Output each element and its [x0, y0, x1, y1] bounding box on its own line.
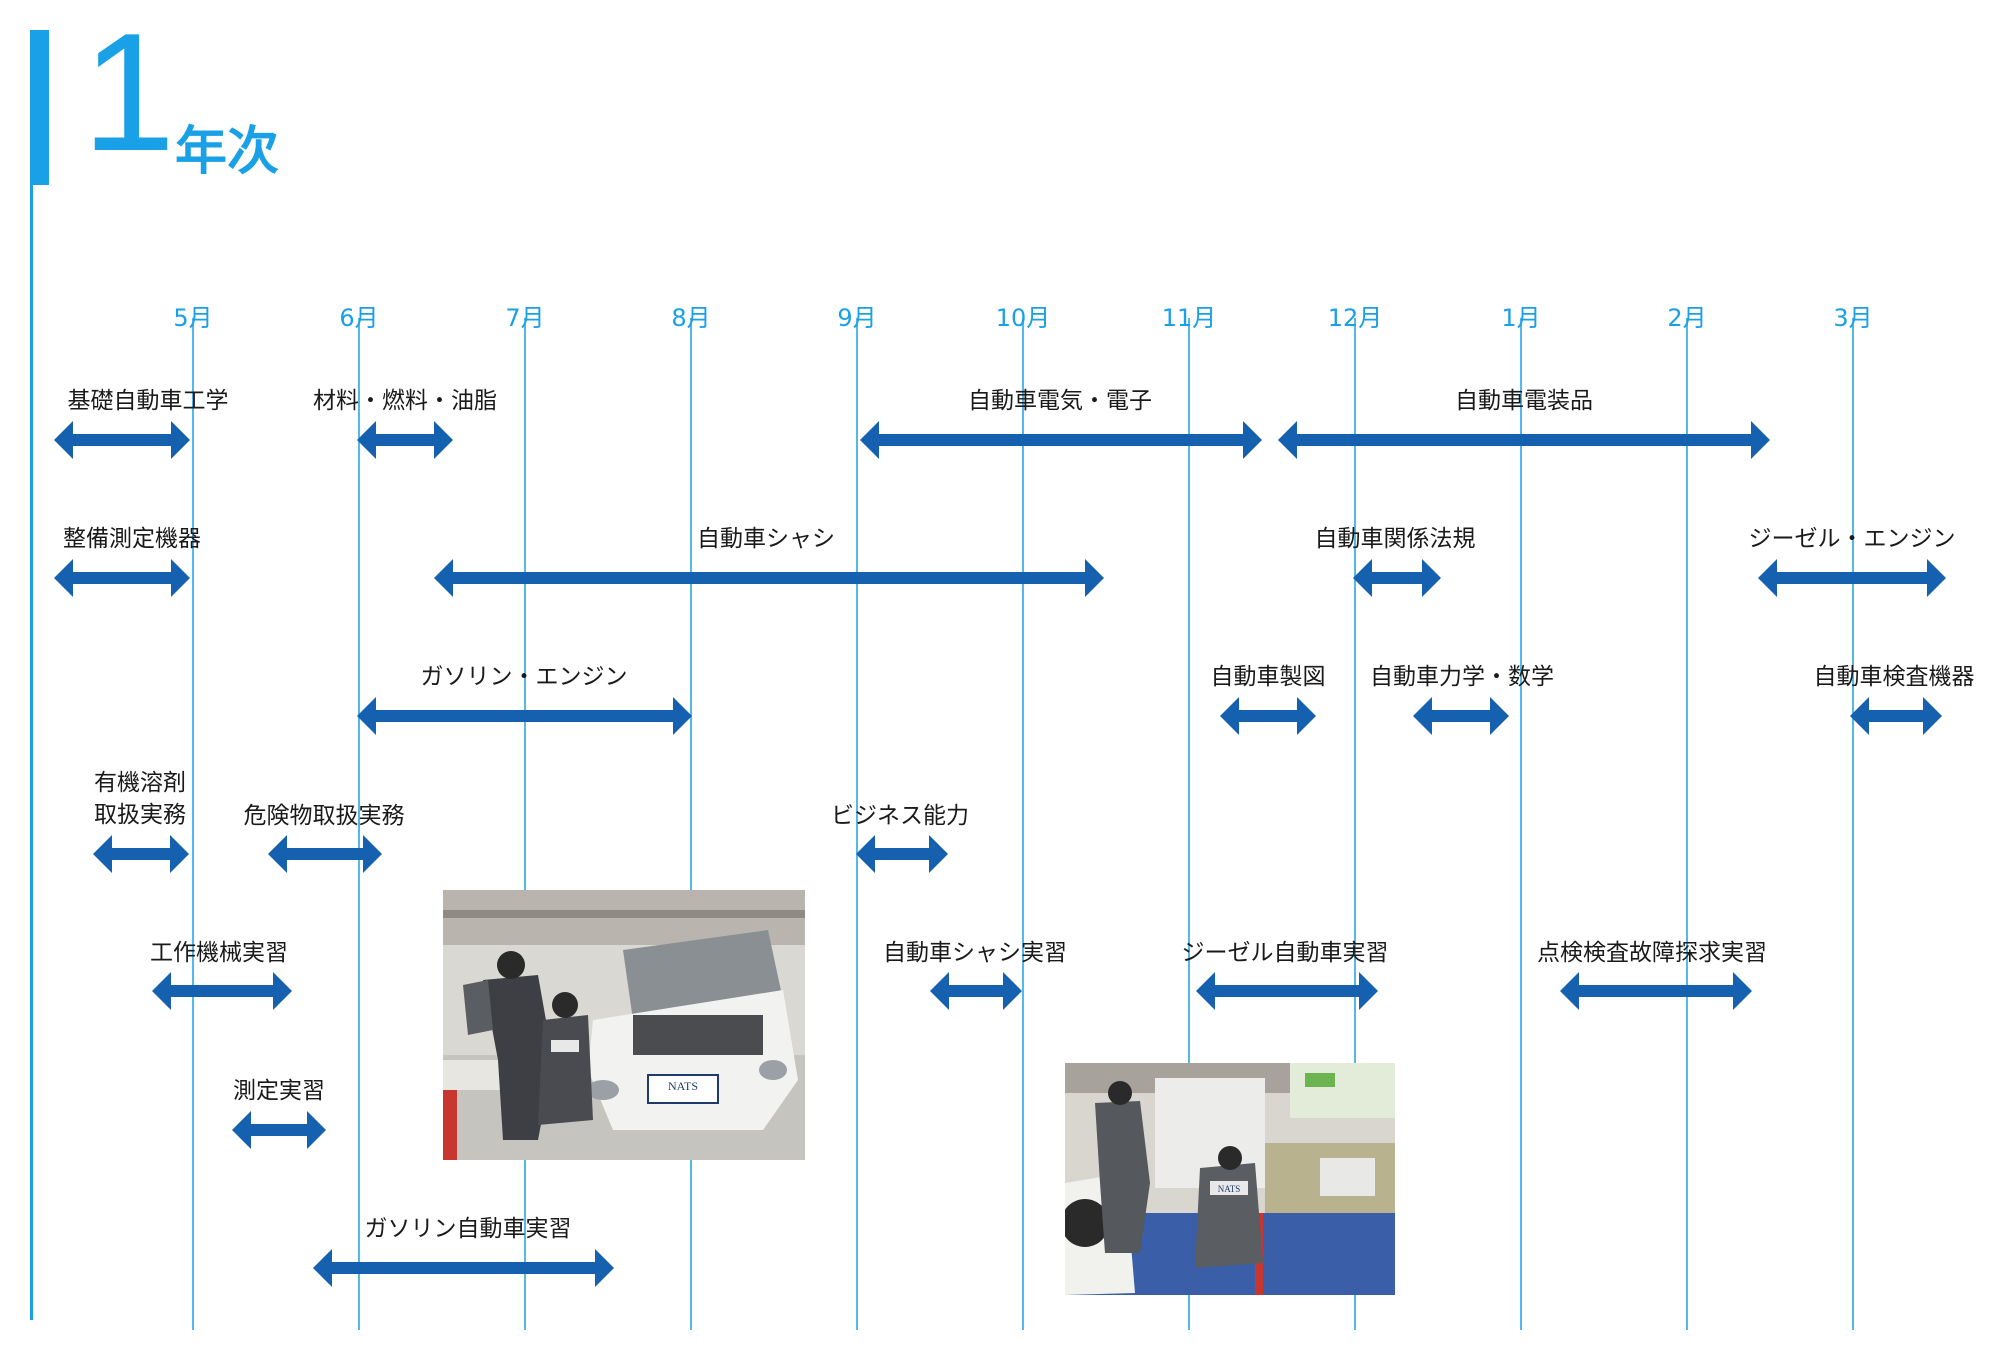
course-label-jidosha-chassis-jisshu: 自動車シャシ実習	[883, 940, 1067, 966]
course-label-gasoline-engine: ガソリン・エンジン	[421, 664, 628, 690]
course-label-sokutei-jisshu: 測定実習	[233, 1078, 325, 1104]
month-label: 7月	[505, 304, 544, 332]
photo-diesel-practice: NATS	[1065, 1063, 1395, 1295]
course-label-tenken-kensa-jisshu: 点検検査故障探求実習	[1537, 940, 1767, 966]
accent-line	[30, 185, 33, 1320]
month-label: 5月	[173, 304, 212, 332]
span-arrow	[1278, 421, 1770, 459]
course-label-business-noryoku: ビジネス能力	[831, 803, 969, 829]
course-label-kosaku-kikai-jisshu: 工作機械実習	[150, 940, 288, 966]
month-label: 8月	[671, 304, 710, 332]
month-label: 10月	[996, 304, 1051, 332]
course-label-jidosha-rikigaku-sugaku: 自動車力学・数学	[1370, 664, 1554, 690]
span-arrow	[1560, 972, 1752, 1010]
course-label-jidosha-kensa-kiki: 自動車検査機器	[1814, 664, 1975, 690]
course-label-seibi-sokutei-kiki: 整備測定機器	[63, 526, 201, 552]
photo-engine-practice: NATS	[443, 890, 805, 1160]
month-label: 1月	[1501, 304, 1540, 332]
span-arrow	[1758, 559, 1946, 597]
span-arrow	[930, 972, 1022, 1010]
span-arrow	[268, 835, 382, 873]
course-label-jidosha-densohin: 自動車電装品	[1455, 388, 1593, 414]
month-label: 12月	[1328, 304, 1383, 332]
course-label-zairyo-nenryo-yushi: 材料・燃料・油脂	[313, 388, 497, 414]
span-arrow	[434, 559, 1104, 597]
span-arrow	[152, 972, 292, 1010]
span-arrow	[1196, 972, 1378, 1010]
course-label-yuki-yozai: 取扱実務	[94, 802, 186, 828]
course-label-jidosha-denki-denshi: 自動車電気・電子	[968, 388, 1152, 414]
span-arrow	[313, 1249, 614, 1287]
course-label-kiso-jidosha-kogaku: 基礎自動車工学	[68, 388, 229, 414]
span-arrow	[357, 421, 453, 459]
course-label-jidosha-chassis: 自動車シャシ	[697, 526, 835, 552]
course-label-kikenbutsu: 危険物取扱実務	[244, 803, 405, 829]
span-arrow	[54, 421, 190, 459]
month-label: 2月	[1667, 304, 1706, 332]
span-arrow	[357, 697, 692, 735]
course-label-jidosha-kankei-hoki: 自動車関係法規	[1315, 526, 1476, 552]
photo-diesel-badge: NATS	[1218, 1184, 1241, 1194]
span-arrow	[1413, 697, 1509, 735]
span-arrow	[54, 559, 190, 597]
span-arrow	[1850, 697, 1942, 735]
photo-engine-badge: NATS	[668, 1079, 698, 1093]
year-number: 1	[82, 0, 175, 186]
month-label: 11月	[1162, 304, 1217, 332]
course-label-diesel-engine: ジーゼル・エンジン	[1749, 526, 1956, 552]
span-arrow	[1353, 559, 1441, 597]
course-label-gasoline-jidosha-jisshu: ガソリン自動車実習	[365, 1216, 572, 1242]
span-arrow	[232, 1111, 326, 1149]
month-label: 9月	[837, 304, 876, 332]
month-label: 3月	[1833, 304, 1872, 332]
course-label-yuki-yozai: 有機溶剤	[94, 770, 186, 796]
course-label-jidosha-seizu: 自動車製図	[1211, 664, 1326, 690]
span-arrow	[1220, 697, 1316, 735]
accent-bar	[30, 30, 49, 185]
span-arrow	[93, 835, 189, 873]
span-arrow	[856, 835, 948, 873]
course-label-diesel-jidosha-jisshu: ジーゼル自動車実習	[1182, 940, 1389, 966]
year-label: 年次	[175, 122, 280, 182]
month-label: 6月	[339, 304, 378, 332]
span-arrow	[860, 421, 1262, 459]
